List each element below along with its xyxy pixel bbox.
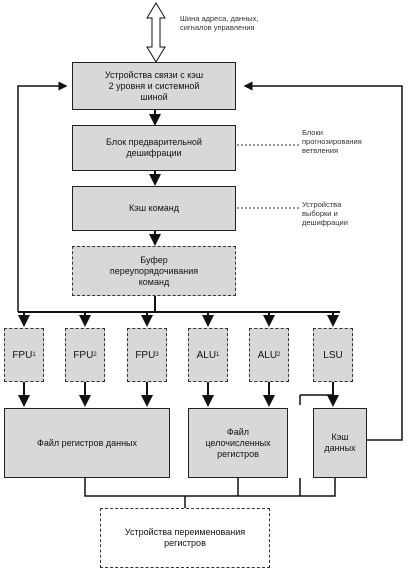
fpu3-sub: 3 bbox=[155, 351, 159, 358]
left-feedback-line bbox=[17, 81, 68, 312]
l2-interface-label: Устройства связи с кэш 2 уровня и систем… bbox=[104, 69, 204, 102]
lsu-unit: LSU bbox=[313, 328, 353, 382]
predecode-box: Блок предварительной дешифрации bbox=[72, 125, 236, 171]
integer-register-file-box: Файл целочисленных регистров bbox=[188, 408, 288, 478]
fpu1-sub: 1 bbox=[32, 351, 36, 358]
icache-box: Кэш команд bbox=[72, 186, 236, 231]
predecode-label: Блок предварительной дешифрации bbox=[106, 137, 202, 158]
fetch-note-text: Устройства выборки и дешифрации bbox=[302, 200, 348, 227]
fpu2-name: FPU bbox=[73, 349, 94, 361]
data-cache-box: Кэш данных bbox=[313, 408, 367, 478]
bus-label: Шина адреса, данных, сигналов управления bbox=[180, 14, 259, 32]
branch-note-text: Блоки прогнозирования ветвления bbox=[302, 128, 362, 155]
alu1-name: ALU bbox=[196, 349, 217, 361]
fetch-decode-note: Устройства выборки и дешифрации bbox=[302, 200, 402, 227]
data-register-file-label: Файл регистров данных bbox=[36, 437, 138, 448]
lsu-name: LSU bbox=[323, 349, 343, 361]
data-register-file-box: Файл регистров данных bbox=[4, 408, 170, 478]
data-cache-label: Кэш данных bbox=[324, 432, 356, 453]
alu2-name: ALU bbox=[257, 349, 278, 361]
branch-prediction-note: Блоки прогнозирования ветвления bbox=[302, 128, 402, 155]
icache-label: Кэш команд bbox=[128, 203, 179, 213]
register-rename-box: Устройства переименования регистров bbox=[100, 508, 270, 568]
l2-interface-box: Устройства связи с кэш 2 уровня и систем… bbox=[72, 62, 236, 110]
alu2-sub: 2 bbox=[277, 351, 281, 358]
system-bus-arrow bbox=[146, 2, 166, 63]
unit-regfile-links bbox=[18, 372, 339, 407]
alu1-sub: 1 bbox=[216, 351, 220, 358]
fpu1-name: FPU bbox=[12, 349, 33, 361]
register-rename-label: Устройства переименования регистров bbox=[124, 527, 246, 548]
fpu2-sub: 2 bbox=[93, 351, 97, 358]
right-feedback-line bbox=[243, 81, 403, 441]
integer-register-file-label: Файл целочисленных регистров bbox=[205, 426, 271, 459]
reorder-buffer-box: Буфер переупорядочивания команд bbox=[72, 246, 236, 296]
reorder-buffer-label: Буфер переупорядочивания команд bbox=[109, 254, 199, 287]
rename-links bbox=[84, 478, 336, 508]
fpu3-name: FPU bbox=[135, 349, 156, 361]
